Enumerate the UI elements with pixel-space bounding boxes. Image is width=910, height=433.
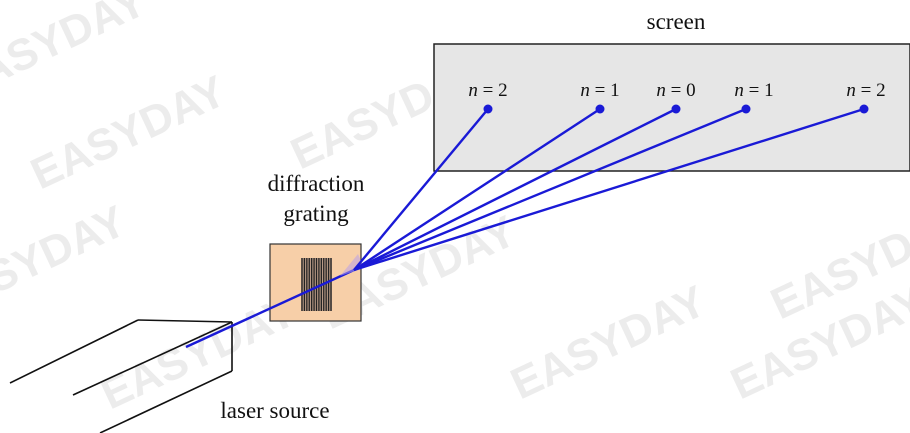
order-spot [741, 104, 751, 114]
grating-slits [301, 258, 332, 311]
order-variable: n [846, 80, 856, 101]
order-variable: n [734, 80, 744, 101]
beam-glow [340, 254, 364, 276]
order-spot [483, 104, 493, 114]
diffracted-beam [353, 107, 601, 272]
order-value: = 2 [478, 80, 508, 101]
order-label: n = 2 [468, 80, 507, 101]
order-value: = 2 [856, 80, 886, 101]
laser-source-label: laser source [220, 398, 329, 423]
screen-label: screen [647, 9, 706, 34]
order-label: n = 1 [734, 80, 773, 101]
order-label: n = 0 [656, 80, 695, 101]
order-label: n = 1 [580, 80, 619, 101]
diffracted-beam [353, 107, 865, 272]
laser-source [9, 319, 233, 433]
watermark: EASYDAY [24, 66, 234, 199]
watermark: EASYDAY [0, 0, 153, 109]
grating-label-line1: diffraction [268, 171, 365, 196]
order-value: = 1 [590, 80, 620, 101]
order-variable: n [580, 80, 590, 101]
diffracted-beam [353, 107, 677, 272]
order-spot [595, 104, 605, 114]
order-label: n = 2 [846, 80, 885, 101]
order-spot [671, 104, 681, 114]
diffracted-beam [353, 107, 747, 272]
order-variable: n [656, 80, 666, 101]
light-beams [185, 104, 869, 349]
grating-label-line2: grating [283, 201, 349, 226]
watermark: EASYDAY [0, 196, 133, 329]
order-value: = 1 [744, 80, 774, 101]
order-variable: n [468, 80, 478, 101]
watermark: EASYDAY [504, 276, 714, 409]
incident-beam [185, 268, 355, 349]
order-spot [859, 104, 869, 114]
order-value: = 0 [666, 80, 696, 101]
diffracted-beam [353, 108, 489, 271]
